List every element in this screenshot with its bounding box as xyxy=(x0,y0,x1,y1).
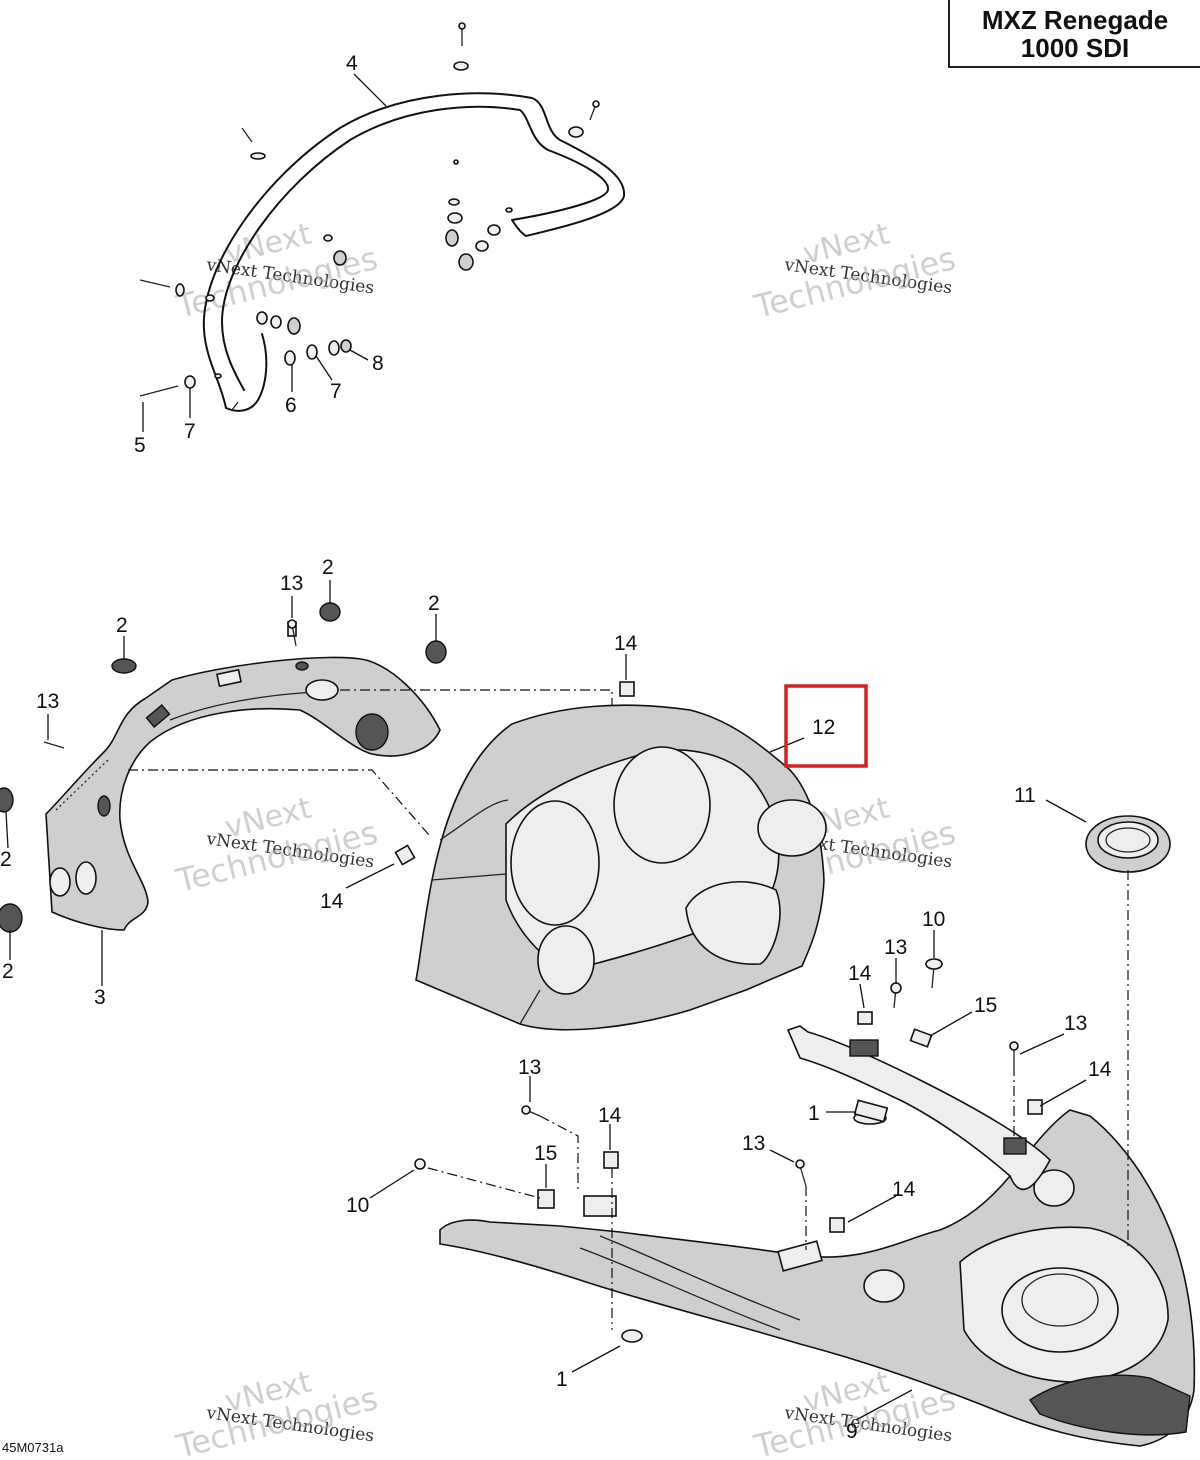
callout-11: 11 xyxy=(1014,784,1036,807)
callout-10a: 10 xyxy=(922,908,945,931)
callout-14c: 14 xyxy=(848,962,872,985)
callout-1a: 1 xyxy=(808,1102,820,1125)
watermark-1: vNext vNext Technologies Technologies xyxy=(172,217,382,326)
callout-14b: 14 xyxy=(320,890,344,913)
callout-5: 5 xyxy=(134,434,146,457)
callout-13a: 13 xyxy=(280,572,303,595)
gauge-ring-part-11 xyxy=(1085,815,1171,873)
callout-10b: 10 xyxy=(346,1194,369,1217)
callout-1b: 1 xyxy=(556,1368,568,1391)
side-panel-part-3 xyxy=(45,656,441,931)
callout-13d: 13 xyxy=(1064,1012,1087,1035)
callout-7b: 7 xyxy=(330,380,342,403)
leader-lines xyxy=(5,73,1087,1421)
grommets-left xyxy=(0,602,447,933)
callout-2d: 2 xyxy=(0,848,12,871)
callout-14a: 14 xyxy=(614,632,638,655)
model-title-box: MXZ Renegade 1000 SDI xyxy=(948,0,1200,68)
callout-14d: 14 xyxy=(1088,1058,1112,1081)
callout-15a: 15 xyxy=(974,994,997,1017)
callout-14f: 14 xyxy=(892,1178,916,1201)
lower-console-part-9 xyxy=(439,1025,1196,1447)
callout-14e: 14 xyxy=(598,1104,622,1127)
assembly-lines xyxy=(128,689,1129,1330)
windshield-bracket-part-4 xyxy=(202,92,626,412)
watermark-2: vNext vNext Technologies Technologies xyxy=(750,217,960,326)
highlight-box xyxy=(784,684,868,768)
callout-4: 4 xyxy=(346,52,358,75)
callout-6: 6 xyxy=(285,394,297,417)
callout-13f: 13 xyxy=(742,1132,765,1155)
callout-13e: 13 xyxy=(518,1056,541,1079)
watermark-5: vNext vNext Technologies Technologies xyxy=(172,1365,382,1460)
callout-8: 8 xyxy=(372,352,384,375)
callout-2e: 2 xyxy=(2,960,14,983)
callout-3: 3 xyxy=(94,986,106,1009)
callout-12: 12 xyxy=(812,716,835,739)
callout-2a: 2 xyxy=(322,556,334,579)
figure-code: 45M0731a xyxy=(2,1440,64,1455)
callout-2c: 2 xyxy=(116,614,128,637)
model-name: MXZ Renegade xyxy=(981,5,1169,35)
bracket-fasteners xyxy=(139,22,600,397)
model-engine: 1000 SDI xyxy=(1020,33,1130,63)
highlighted-callout-12[interactable]: 12 xyxy=(784,684,868,768)
callout-13c: 13 xyxy=(884,936,907,959)
callout-labels: 4 5 7 6 7 8 13 2 2 2 13 14 11 2 14 2 3 1… xyxy=(0,52,1112,1443)
watermark-3: vNext vNext Technologies Technologies xyxy=(172,791,382,900)
small-fasteners xyxy=(287,619,1043,1233)
callout-15b: 15 xyxy=(534,1142,557,1165)
callout-13b: 13 xyxy=(36,690,59,713)
gauge-housing-part-12 xyxy=(415,704,827,1031)
callout-2b: 2 xyxy=(428,592,440,615)
callout-9: 9 xyxy=(846,1420,858,1443)
callout-7a: 7 xyxy=(184,420,196,443)
